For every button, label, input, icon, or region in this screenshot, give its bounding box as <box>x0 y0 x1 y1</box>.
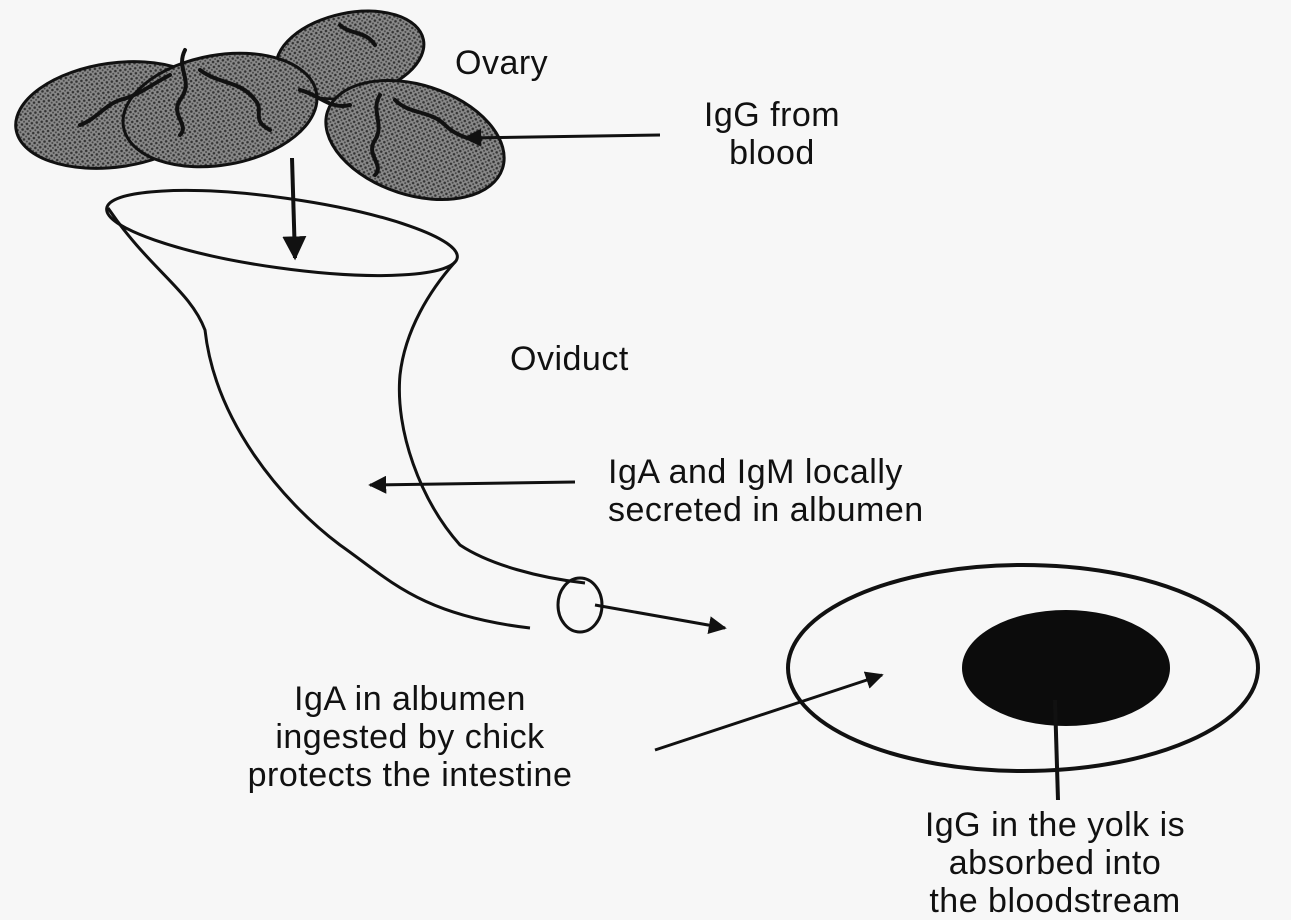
label-igg-from-blood-line1: IgG from <box>662 96 882 134</box>
egg-illustration <box>788 565 1258 771</box>
label-ovary: Ovary <box>455 44 548 82</box>
label-oviduct: Oviduct <box>510 340 629 378</box>
label-igg-from-blood: IgG from blood <box>662 96 882 172</box>
label-igg-yolk-line2: absorbed into <box>845 844 1265 882</box>
label-iga-albumen-line2: ingested by chick <box>170 718 650 756</box>
oviduct-wall-inner <box>399 262 585 583</box>
ovary-illustration <box>9 0 520 221</box>
label-iga-igm: IgA and IgM locally secreted in albumen <box>608 453 924 529</box>
label-iga-albumen-line1: IgA in albumen <box>170 680 650 718</box>
arrow-iga-igm <box>370 482 575 485</box>
label-iga-igm-line2: secreted in albumen <box>608 491 924 529</box>
label-igg-yolk-line3: the bloodstream <box>845 882 1265 920</box>
arrow-oviduct-to-egg <box>595 605 725 628</box>
egg-yolk <box>962 610 1170 726</box>
label-igg-from-blood-line2: blood <box>662 134 882 172</box>
oviduct-illustration <box>102 174 602 632</box>
oviduct-wall-outer <box>108 208 530 628</box>
label-iga-albumen-line3: protects the intestine <box>170 756 650 794</box>
label-igg-yolk: IgG in the yolk is absorbed into the blo… <box>845 806 1265 920</box>
label-iga-igm-line1: IgA and IgM locally <box>608 453 924 491</box>
label-iga-albumen: IgA in albumen ingested by chick protect… <box>170 680 650 794</box>
label-igg-yolk-line1: IgG in the yolk is <box>845 806 1265 844</box>
arrow-ovary-to-oviduct <box>292 158 295 258</box>
